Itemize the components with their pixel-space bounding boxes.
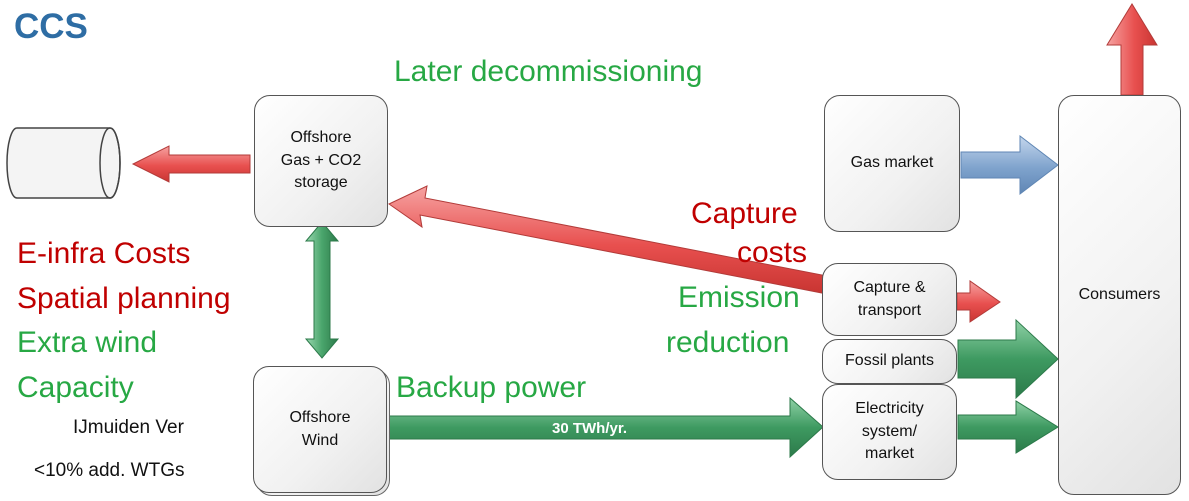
arrow-fossil-to-consumers: [957, 318, 1059, 400]
arrow-electricity-to-consumers: [957, 400, 1059, 454]
label-capacity: Capacity: [17, 371, 134, 404]
box-offshore-storage: Offshore Gas + CO2 storage: [254, 95, 388, 227]
box-fossil-plants: Fossil plants: [822, 339, 957, 384]
label-capture: Capture: [691, 197, 798, 230]
arrow-wind-to-electricity: [382, 396, 824, 459]
box-gas-market: Gas market: [824, 95, 960, 232]
arrow-consumers-up: [1106, 3, 1158, 96]
label-later-decommissioning: Later decommissioning: [394, 55, 703, 88]
label-add-wtgs: <10% add. WTGs: [34, 460, 185, 481]
label-flow-twh: 30 TWh/yr.: [552, 420, 628, 437]
box-capture-transport: Capture & transport: [822, 263, 957, 336]
label-extra-wind: Extra wind: [17, 326, 158, 359]
label-reduction: reduction: [666, 326, 790, 359]
label-costs: costs: [737, 236, 808, 269]
arrow-gas-to-consumers: [960, 134, 1059, 196]
box-consumers: Consumers: [1058, 95, 1181, 495]
box-offshore-wind: Offshore Wind: [253, 366, 387, 493]
arrow-storage-to-cylinder: [131, 145, 251, 183]
label-emission: Emission: [678, 281, 800, 314]
arrow-wind-storage-link: [304, 221, 340, 359]
storage-cylinder-icon: [6, 127, 121, 199]
page-title: CCS: [14, 7, 88, 46]
label-backup-power: Backup power: [396, 371, 587, 404]
arrow-capture-to-storage: [388, 185, 828, 294]
arrow-capture-right: [956, 280, 1001, 323]
box-electricity-system: Electricity system/ market: [822, 384, 957, 480]
label-spatial-planning: Spatial planning: [17, 282, 231, 315]
label-e-infra-costs: E-infra Costs: [17, 237, 191, 270]
label-ijmuiden-ver: IJmuiden Ver: [73, 417, 184, 438]
